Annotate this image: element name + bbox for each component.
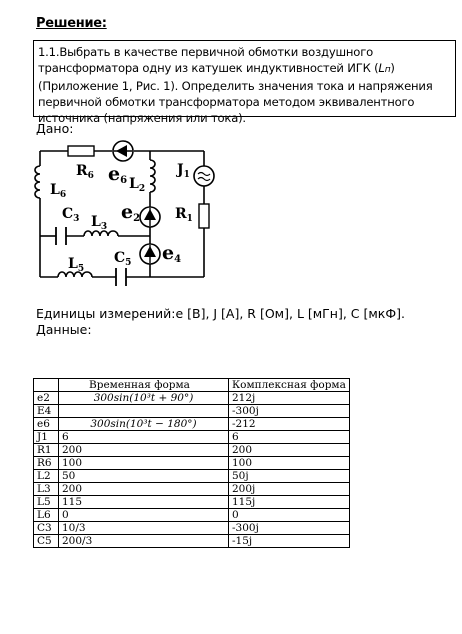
resistor-r1 — [198, 203, 210, 229]
capacitor-c3 — [55, 227, 67, 245]
label-r1: R1 — [175, 206, 193, 224]
label-c3: C3 — [62, 206, 79, 224]
source-e2-icon — [139, 206, 161, 228]
circuit-diagram: R6 e6 L6 L2 J1 e2 R1 C3 L3 L5 C5 e4 — [34, 140, 215, 286]
label-r6: R6 — [76, 163, 94, 181]
inductor-l5 — [57, 271, 93, 278]
label-l5: L5 — [68, 256, 84, 274]
solution-heading: Решение: — [36, 16, 107, 31]
task-line-2: трансформатора одну из катушек индуктивн… — [38, 61, 395, 75]
label-l6: L6 — [50, 182, 66, 200]
table-header-cell: Комплексная форма — [228, 378, 350, 392]
source-e4-icon — [139, 243, 161, 265]
units-line: Единицы измерений:e [В], J [А], R [Ом], … — [36, 306, 405, 321]
label-j1: J1 — [175, 162, 190, 180]
current-source-j1-icon — [193, 165, 215, 187]
label-e2: e2 — [121, 201, 140, 224]
table-header-cell — [33, 378, 59, 392]
task-statement-box: 1.1.Выбрать в качестве первичной обмотки… — [33, 40, 456, 125]
resistor-r6 — [67, 145, 95, 157]
task-line-3: (Приложение 1, Рис. 1). Определить значе… — [38, 79, 433, 93]
inductor-l6 — [34, 165, 41, 199]
task-line-5: источника (напряжения или тока). — [38, 111, 246, 125]
capacitor-c5 — [115, 268, 127, 286]
label-l3: L3 — [91, 214, 107, 232]
task-line-1: 1.1.Выбрать в качестве первичной обмотки… — [38, 45, 373, 59]
data-label: Данные: — [36, 322, 92, 337]
table-header-cell: Временная форма — [58, 378, 229, 392]
inductor-l3 — [83, 230, 119, 237]
table-header-row: Временная форма Комплексная форма — [33, 378, 350, 392]
given-label: Дано: — [36, 121, 74, 136]
label-e4: e4 — [162, 242, 181, 265]
label-c5: C5 — [114, 250, 131, 268]
inductor-l2 — [149, 159, 156, 193]
table-row: E4-300j — [33, 404, 350, 418]
task-line-4: первичной обмотки трансформатора методом… — [38, 95, 415, 109]
source-e6-icon — [112, 140, 134, 162]
label-e6: e6 — [108, 163, 127, 186]
label-l2: L2 — [129, 176, 145, 194]
